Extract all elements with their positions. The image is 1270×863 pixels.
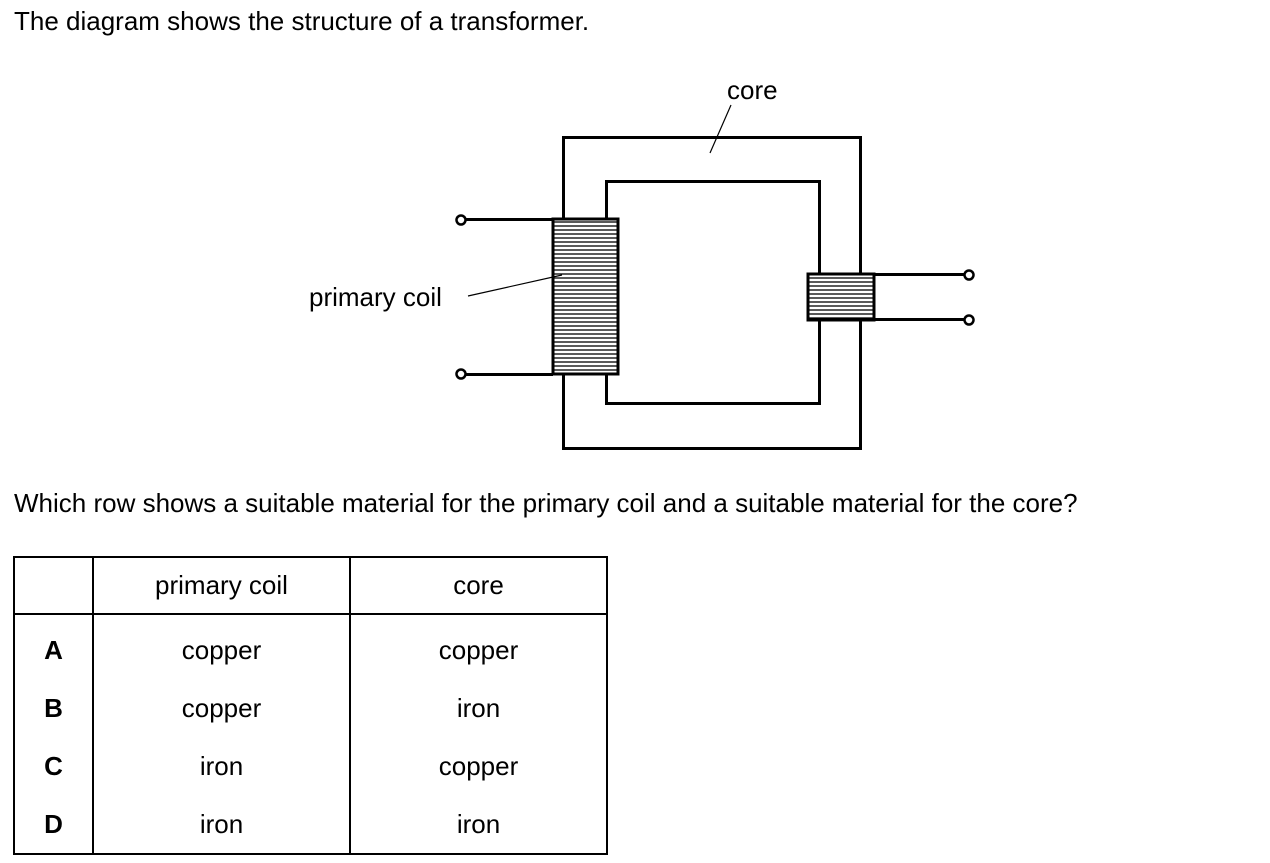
table-row: C iron copper	[13, 737, 608, 795]
core-leader-line	[709, 104, 732, 154]
option-letter: B	[13, 679, 94, 737]
primary-coil	[455, 214, 620, 380]
primary-coil-cell: iron	[92, 737, 351, 795]
table-row: B copper iron	[13, 679, 608, 737]
primary-coil-cell: iron	[92, 795, 351, 855]
secondary-coil-windings	[806, 272, 876, 322]
core-cell: copper	[349, 737, 608, 795]
header-primary-coil: primary coil	[92, 556, 351, 615]
core-cell: copper	[349, 614, 608, 679]
core-inner-edge	[605, 180, 821, 405]
primary-coil-label: primary coil	[309, 282, 442, 312]
core-label: core	[727, 75, 778, 105]
primary-terminal-top	[455, 214, 467, 226]
core-cell: iron	[349, 795, 608, 855]
primary-coil-cell: copper	[92, 614, 351, 679]
question-text: Which row shows a suitable material for …	[14, 488, 1078, 518]
secondary-terminal-bottom	[963, 314, 975, 326]
primary-coil-cell: copper	[92, 679, 351, 737]
option-letter: D	[13, 795, 94, 855]
transformer-diagram: core primary coil	[309, 75, 975, 450]
table-row: D iron iron	[13, 795, 608, 855]
primary-coil-windings	[551, 217, 620, 376]
table-header-row: primary coil core	[13, 556, 608, 615]
core-cell: iron	[349, 679, 608, 737]
primary-terminal-bottom	[455, 368, 467, 380]
table-row: A copper copper	[13, 614, 608, 679]
primary-coil-leader-line	[467, 274, 563, 297]
secondary-terminal-top	[963, 269, 975, 281]
header-core: core	[349, 556, 608, 615]
secondary-coil	[806, 269, 975, 326]
header-letter	[13, 556, 94, 615]
option-letter: A	[13, 614, 94, 679]
answer-table: primary coil core A copper copper B copp…	[13, 556, 608, 855]
option-letter: C	[13, 737, 94, 795]
intro-text: The diagram shows the structure of a tra…	[14, 6, 590, 36]
